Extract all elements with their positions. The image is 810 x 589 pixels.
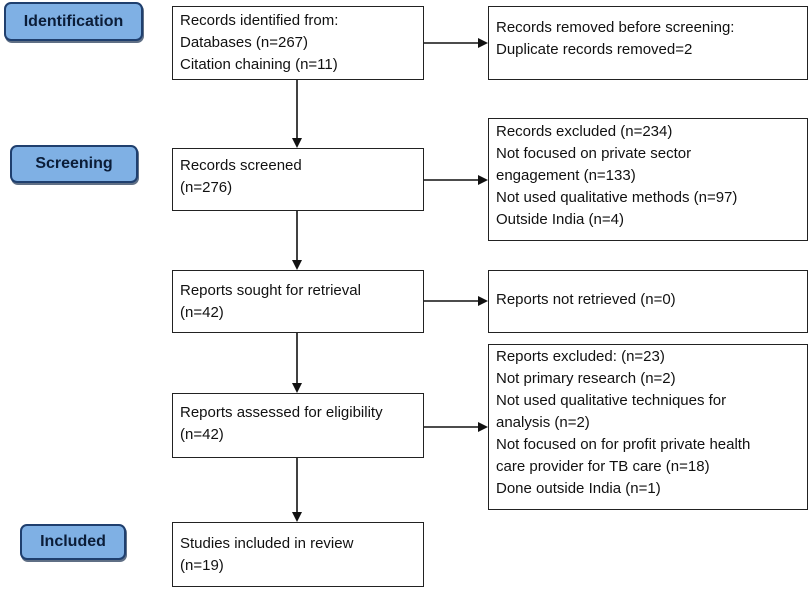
box-line: Databases (n=267): [180, 34, 308, 51]
box-studies-included: Studies included in review (n=19): [172, 522, 424, 587]
box-line: Not used qualitative techniques for: [496, 392, 727, 409]
box-line: Not focused on private sector: [496, 145, 692, 162]
box-line: analysis (n=2): [496, 414, 590, 431]
box-line: Not used qualitative methods (n=97): [496, 189, 738, 206]
box-line: engagement (n=133): [496, 167, 636, 184]
box-records-removed: Records removed before screening: Duplic…: [488, 6, 808, 80]
box-line: Reports assessed for eligibility: [180, 404, 383, 421]
box-reports-assessed: Reports assessed for eligibility (n=42): [172, 393, 424, 458]
box-line: Records screened: [180, 157, 302, 174]
box-line: Duplicate records removed=2: [496, 41, 693, 58]
box-line: (n=42): [180, 426, 224, 443]
box-line: care provider for TB care (n=18): [496, 458, 710, 475]
box-line: Records identified from:: [180, 12, 339, 29]
box-reports-not-retrieved: Reports not retrieved (n=0): [488, 270, 808, 333]
box-line: (n=276): [180, 179, 233, 196]
stage-label-screening: Screening: [10, 145, 138, 183]
stage-label-identification: Identification: [4, 2, 143, 41]
box-records-identified: Records identified from: Databases (n=26…: [172, 6, 424, 80]
box-line: (n=19): [180, 557, 224, 574]
box-line: Done outside India (n=1): [496, 480, 661, 497]
box-line: Not focused on for profit private health: [496, 436, 751, 453]
box-line: (n=42): [180, 304, 224, 321]
box-line: Records removed before screening:: [496, 19, 735, 36]
box-line: Records excluded (n=234): [496, 123, 673, 140]
box-line: Citation chaining (n=11): [180, 56, 338, 73]
box-line: Reports not retrieved (n=0): [496, 291, 676, 308]
box-line: Studies included in review: [180, 535, 354, 552]
stage-label-included: Included: [20, 524, 126, 560]
box-line: Reports excluded: (n=23): [496, 348, 665, 365]
box-records-excluded: Records excluded (n=234) Not focused on …: [488, 118, 808, 241]
box-reports-sought: Reports sought for retrieval (n=42): [172, 270, 424, 333]
box-records-screened: Records screened (n=276): [172, 148, 424, 211]
box-line: Not primary research (n=2): [496, 370, 676, 387]
box-line: Outside India (n=4): [496, 211, 624, 228]
box-reports-excluded: Reports excluded: (n=23) Not primary res…: [488, 344, 808, 510]
box-line: Reports sought for retrieval: [180, 282, 361, 299]
